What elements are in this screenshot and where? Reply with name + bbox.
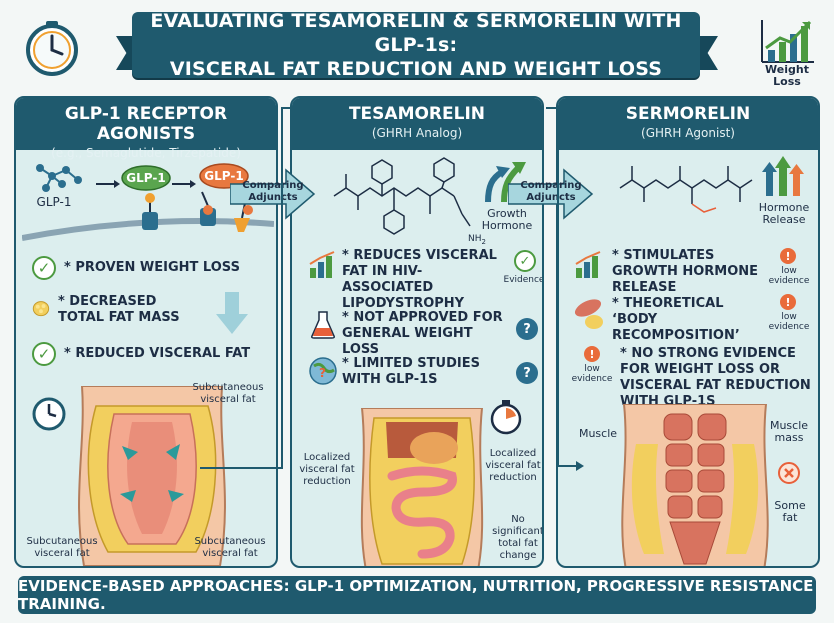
glp1-bullet-1: ✓ * PROVEN WEIGHT LOSS (32, 256, 272, 280)
glp1-bullet-2: * DECREASED TOTAL FAT MASS (32, 294, 202, 326)
glp1-label-bottom-left: Subcutaneous visceral fat (26, 536, 98, 559)
growth-chart-icon (761, 20, 814, 63)
weight-loss-label: Weight Loss (765, 63, 809, 88)
evidence-check-icon: ✓ (514, 250, 536, 272)
down-arrow-icon (216, 292, 248, 334)
glp1-bullet-2-text: * DECREASED TOTAL FAT MASS (57, 294, 180, 325)
bar-chart-icon (575, 251, 601, 278)
exclamation-icon: ! (780, 248, 796, 264)
glp1-panel: GLP-1 RECEPTOR AGONISTS (e.g., Semagluti… (14, 96, 278, 568)
comparing-arrow-1 (230, 168, 316, 220)
tesamorelin-subtitle: (GHRH Analog) (371, 126, 463, 140)
comparing-arrow-2 (508, 168, 594, 220)
glp1-label-bottom-right: Subcutaneous visceral fat (194, 536, 266, 559)
evidence-label: Evidence (503, 275, 544, 285)
glp1-subtitle: (e.g., Semaglutide, Tirzepatide) (51, 146, 241, 160)
tesamorelin-header: TESAMORELIN (GHRH Analog) (292, 98, 542, 150)
growth-hormone-icon (485, 162, 526, 203)
sermorelin-title: SERMORELIN (625, 104, 751, 124)
hormone-release-label: Hormone Release (758, 201, 810, 226)
tesamorelin-label-left: Localized visceral fat reduction (299, 452, 355, 487)
footer-text: EVIDENCE-BASED APPROACHES: GLP-1 OPTIMIZ… (18, 577, 814, 613)
muscular-torso-illustration (621, 404, 769, 566)
glp1-receptor-label-1: GLP-1 (126, 171, 166, 185)
globe-search-icon: ? (309, 357, 337, 385)
growth-hormone-label: Growth Hormone (481, 207, 533, 232)
tesamorelin-label-bottom: No significant total fat change (492, 514, 544, 561)
question-icon: ? (516, 318, 538, 340)
abdomen-organs-illustration (360, 408, 484, 566)
title-banner: EVALUATING TESAMORELIN & SERMORELIN WITH… (132, 10, 700, 80)
low-evidence-label-3: low evidence (571, 364, 613, 384)
question-icon: ? (516, 362, 538, 384)
tesamorelin-bullet-2: * NOT APPROVED FOR GENERAL WEIGHT LOSS (342, 310, 503, 357)
hormone-release-icon (762, 156, 804, 196)
check-icon: ✓ (32, 256, 56, 280)
glp1-bullet-1-text: * PROVEN WEIGHT LOSS (64, 260, 240, 275)
torso-fat-illustration (78, 386, 226, 566)
svg-text:?: ? (319, 366, 326, 380)
glp1-bullet-3-text: * REDUCED VISCERAL FAT (64, 346, 251, 361)
tesamorelin-bullet-1: * REDUCES VISCERAL FAT IN HIV-ASSOCIATED… (342, 248, 497, 311)
clock-icon (26, 21, 78, 76)
stopwatch-icon (490, 400, 522, 435)
glp1-receptor-label-2: GLP-1 (204, 169, 244, 183)
tesamorelin-structure (333, 157, 471, 235)
low-evidence-label-1: low evidence (768, 266, 810, 286)
some-fat-label: Some fat (774, 499, 806, 524)
comparing-label-1: Comparing Adjuncts (242, 180, 304, 203)
glp1-header: GLP-1 RECEPTOR AGONISTS (e.g., Semagluti… (16, 98, 276, 160)
receptor-diagram (22, 163, 274, 241)
exclamation-icon: ! (584, 346, 600, 362)
x-mark-icon (778, 462, 800, 484)
sermorelin-header: SERMORELIN (GHRH Agonist) (558, 98, 818, 150)
tesamorelin-title: TESAMORELIN (348, 104, 486, 124)
fat-cells-icon (32, 301, 50, 317)
bar-chart-icon (309, 251, 335, 278)
tesamorelin-panel: TESAMORELIN (GHRH Analog) NH2 Growth Hor… (290, 96, 544, 568)
sermorelin-structure (619, 166, 753, 213)
muscle-mass-label: Muscle mass (769, 419, 809, 444)
flask-icon (311, 311, 335, 339)
glp1-molecule-label: GLP-1 (36, 195, 72, 209)
low-evidence-label-2: low evidence (768, 312, 810, 332)
title-line-1: EVALUATING TESAMORELIN & SERMORELIN WITH… (150, 10, 682, 56)
comparing-label-2: Comparing Adjuncts (520, 180, 582, 203)
title-line-2: VISCERAL FAT REDUCTION AND WEIGHT LOSS (169, 58, 663, 80)
footer-banner: EVIDENCE-BASED APPROACHES: GLP-1 OPTIMIZ… (18, 576, 816, 614)
nh2-label: NH2 (468, 234, 486, 246)
glp1-title: GLP-1 RECEPTOR AGONISTS (64, 104, 228, 144)
tesamorelin-label-right: Localized visceral fat reduction (485, 448, 541, 483)
stopwatch-icon (32, 397, 66, 431)
sermorelin-bullet-1: * STIMULATES GROWTH HORMONE RELEASE (612, 248, 759, 295)
muscle-fat-icon (574, 299, 603, 329)
check-icon: ✓ (32, 342, 56, 366)
muscle-label: Muscle (578, 427, 618, 440)
glp1-label-top-right: Subcutaneous visceral fat (192, 382, 264, 405)
exclamation-icon: ! (780, 294, 796, 310)
sermorelin-subtitle: (GHRH Agonist) (641, 126, 735, 140)
glp1-bullet-3: ✓ * REDUCED VISCERAL FAT (32, 342, 272, 366)
sermorelin-bullet-2: * THEORETICAL ‘BODY RECOMPOSITION’ (612, 296, 740, 343)
tesamorelin-bullet-3: * LIMITED STUDIES WITH GLP-1s (342, 356, 480, 387)
